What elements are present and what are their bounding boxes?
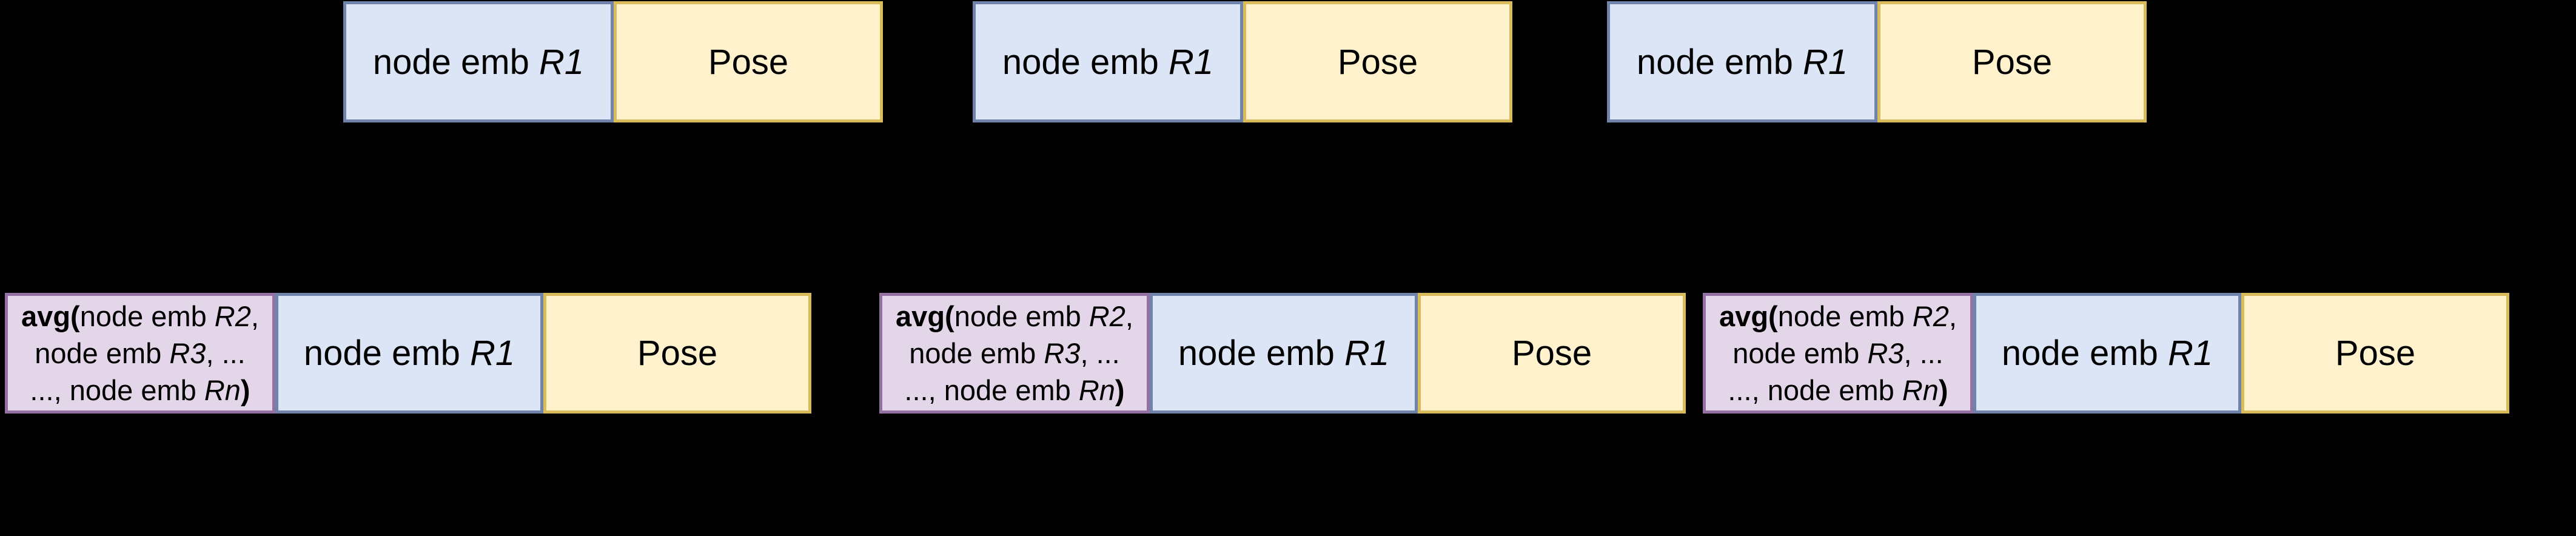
avg-line3-text: ..., node emb [30,374,204,406]
node-emb-var: R1 [1802,42,1848,82]
avg-line-1: avg(node emb R2, [1719,298,1957,335]
avg-line3-var: Rn [204,374,241,406]
avg-bold-open: avg( [21,300,80,332]
avg-line1-text: node emb [79,300,215,332]
node-emb-box: node emb R1 [1607,1,1877,122]
avg-line3-text: ..., node emb [904,374,1079,406]
avg-box: avg(node emb R2, node emb R3, ... ..., n… [1703,293,1973,414]
pose-box: Pose [1877,1,2147,122]
pose-label: Pose [2335,333,2416,373]
top-group-3: node emb R1 Pose [1607,1,2147,122]
avg-line3-var: Rn [1902,374,1939,406]
avg-line2-var: R3 [1044,337,1081,369]
avg-bold-close: ) [1938,374,1948,406]
avg-line2-tail: , ... [206,337,246,369]
avg-box: avg(node emb R2, node emb R3, ... ..., n… [879,293,1150,414]
pose-box: Pose [1418,293,1686,414]
node-emb-label: node emb R1 [1002,42,1213,82]
pose-label: Pose [637,333,718,373]
node-emb-var: R1 [1344,333,1390,373]
avg-line-3: ..., node emb Rn) [904,372,1124,409]
pose-label: Pose [1971,42,2053,82]
node-emb-var: R1 [2167,333,2213,373]
avg-box: avg(node emb R2, node emb R3, ... ..., n… [5,293,275,414]
top-group-1: node emb R1 Pose [343,1,883,122]
avg-line1-tail: , [1948,300,1957,332]
avg-line2-text: node emb [1732,337,1868,369]
avg-line1-text: node emb [954,300,1089,332]
avg-line2-var: R3 [1867,337,1904,369]
avg-line3-var: Rn [1078,374,1115,406]
bottom-group-2: avg(node emb R2, node emb R3, ... ..., n… [879,293,1686,414]
avg-line-3: ..., node emb Rn) [30,372,250,409]
node-emb-text: node emb [1178,333,1344,373]
avg-line-2: node emb R3, ... [909,335,1120,372]
node-emb-box: node emb R1 [343,1,614,122]
pose-box: Pose [2241,293,2509,414]
pose-label: Pose [708,42,789,82]
node-emb-label: node emb R1 [304,333,515,374]
avg-line1-tail: , [1125,300,1133,332]
avg-line2-tail: , ... [1903,337,1944,369]
avg-bold-open: avg( [896,300,954,332]
node-emb-box: node emb R1 [1973,293,2241,414]
node-emb-label: node emb R1 [1178,333,1389,374]
node-emb-text: node emb [372,42,539,82]
avg-bold-close: ) [1115,374,1125,406]
node-emb-box: node emb R1 [275,293,543,414]
node-emb-label: node emb R1 [1637,42,1848,82]
pose-label: Pose [1337,42,1418,82]
node-emb-text: node emb [2001,333,2168,373]
avg-bold-close: ) [240,374,250,406]
bottom-group-1: avg(node emb R2, node emb R3, ... ..., n… [5,293,811,414]
avg-line-1: avg(node emb R2, [21,298,259,335]
node-emb-var: R1 [538,42,585,82]
node-emb-text: node emb [1002,42,1169,82]
node-emb-box: node emb R1 [1150,293,1418,414]
node-emb-var: R1 [1168,42,1214,82]
node-emb-text: node emb [303,333,470,373]
avg-line2-tail: , ... [1080,337,1120,369]
avg-line-2: node emb R3, ... [1732,335,1944,372]
avg-bold-open: avg( [1719,300,1778,332]
node-emb-var: R1 [469,333,515,373]
avg-line2-text: node emb [35,337,170,369]
avg-line-3: ..., node emb Rn) [1728,372,1948,409]
avg-line-1: avg(node emb R2, [896,298,1133,335]
avg-line2-text: node emb [909,337,1044,369]
pose-box: Pose [543,293,811,414]
node-emb-text: node emb [1636,42,1803,82]
avg-line1-tail: , [250,300,259,332]
pose-box: Pose [1243,1,1512,122]
avg-line1-var: R2 [1912,300,1949,332]
avg-line1-text: node emb [1777,300,1913,332]
avg-line3-text: ..., node emb [1728,374,1902,406]
node-emb-label: node emb R1 [373,42,584,82]
avg-line-2: node emb R3, ... [35,335,246,372]
avg-line1-var: R2 [1088,300,1125,332]
pose-box: Pose [614,1,883,122]
top-group-2: node emb R1 Pose [973,1,1512,122]
pose-label: Pose [1511,333,1592,373]
node-emb-box: node emb R1 [973,1,1243,122]
node-emb-label: node emb R1 [2002,333,2213,374]
bottom-group-3: avg(node emb R2, node emb R3, ... ..., n… [1703,293,2509,414]
avg-line1-var: R2 [214,300,251,332]
avg-line2-var: R3 [169,337,206,369]
